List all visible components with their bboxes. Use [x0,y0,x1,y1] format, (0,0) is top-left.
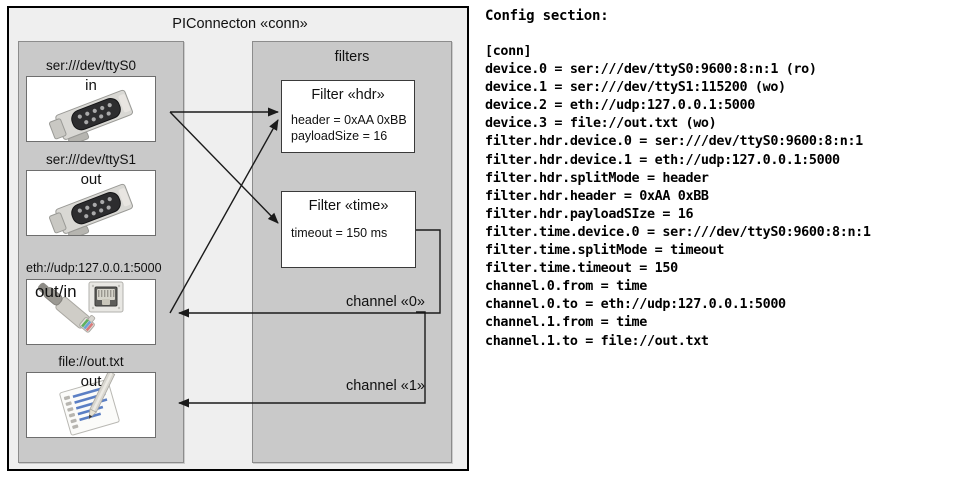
device-direction-file: out [80,373,102,390]
config-text: [conn] device.0 = ser:///dev/ttyS0:9600:… [485,44,871,349]
filter-props-hdr: header = 0xAA 0xBB payloadSize = 16 [291,112,407,144]
device-tile-eth[interactable]: eth://udp:127.0.0.1:5000 out/in [26,261,162,345]
page-title: PIConnecton «conn» [172,16,308,32]
filter-props-time: timeout = 150 ms [291,225,387,241]
device-tile-ttys0[interactable]: ser:///dev/ttyS0 in [26,58,156,142]
device-card-eth: out/in [26,279,156,345]
channel-label-1: channel «1» [345,378,425,394]
device-direction-ttys1: out [80,171,102,188]
channel-label-0: channel «0» [345,294,425,310]
filters-group-title: filters [334,49,370,65]
filter-box-hdr[interactable]: Filter «hdr» header = 0xAA 0xBB payloadS… [281,80,415,153]
device-direction-ttys0: in [85,77,97,94]
config-panel: Config section: [conn] device.0 = ser://… [482,0,964,484]
device-card-ttys1: out [26,170,156,236]
filter-box-time[interactable]: Filter «time» timeout = 150 ms [281,191,416,268]
ethernet-rj45-icon [37,281,124,333]
filter-prop: payloadSize = 16 [291,129,388,143]
filter-prop: timeout = 150 ms [291,226,388,240]
device-card-ttys0: in [26,76,156,142]
device-label-eth: eth://udp:127.0.0.1:5000 [26,261,162,275]
filter-title-time: Filter «time» [308,198,389,214]
filter-prop: header = 0xAA 0xBB [291,113,407,127]
device-tile-ttys1[interactable]: ser:///dev/ttyS1 out [26,152,156,236]
serial-db9-icon [49,89,133,141]
device-card-file: out [26,372,156,438]
device-label-ttys1: ser:///dev/ttyS1 [45,152,137,167]
filter-title-hdr: Filter «hdr» [311,87,385,103]
serial-db9-icon [49,183,133,235]
device-label-ttys0: ser:///dev/ttyS0 [45,58,137,73]
device-direction-eth: out/in [35,282,77,301]
device-label-file: file://out.txt [58,354,124,369]
file-notepad-icon [59,373,120,436]
config-heading: Config section: [485,8,609,24]
device-tile-file[interactable]: file://out.txt out [26,354,156,438]
